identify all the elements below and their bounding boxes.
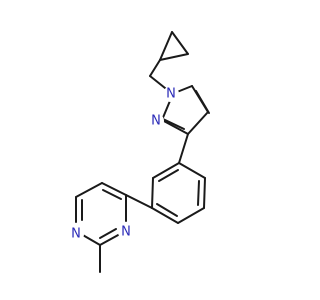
bond <box>125 194 153 209</box>
benzene-ring <box>151 162 206 224</box>
pyrimidine-ring <box>75 182 127 246</box>
atom-n2: N <box>148 113 164 129</box>
bond-double <box>162 118 185 130</box>
molecule-structure-diagram: N N N N <box>68 31 210 273</box>
atom-n1: N <box>163 86 179 102</box>
bond-double <box>99 228 117 239</box>
bond-double <box>158 169 179 182</box>
bond <box>151 207 179 224</box>
bond-double <box>197 180 200 206</box>
atom-label: N <box>71 227 81 242</box>
atom-label: N <box>151 114 161 129</box>
bond-double <box>102 189 122 200</box>
bond <box>203 177 206 209</box>
bond <box>171 31 189 55</box>
bond <box>151 177 154 209</box>
atom-n4: N <box>118 224 134 240</box>
bond <box>152 162 180 179</box>
bond <box>149 59 161 77</box>
bond <box>178 162 206 179</box>
bond <box>159 31 173 61</box>
bond <box>80 233 101 246</box>
bond <box>75 182 103 198</box>
bond <box>159 53 189 61</box>
bond-double <box>156 203 178 217</box>
bond <box>161 119 189 135</box>
bond <box>187 111 209 135</box>
bond <box>178 133 189 164</box>
bond <box>99 233 121 246</box>
atom-label: N <box>121 225 131 240</box>
atom-n3: N <box>68 226 84 242</box>
bond-double <box>195 90 210 114</box>
bond <box>101 182 127 196</box>
cyclopropyl-ring <box>159 31 189 61</box>
atom-label: N <box>166 87 176 102</box>
bond <box>177 207 205 224</box>
